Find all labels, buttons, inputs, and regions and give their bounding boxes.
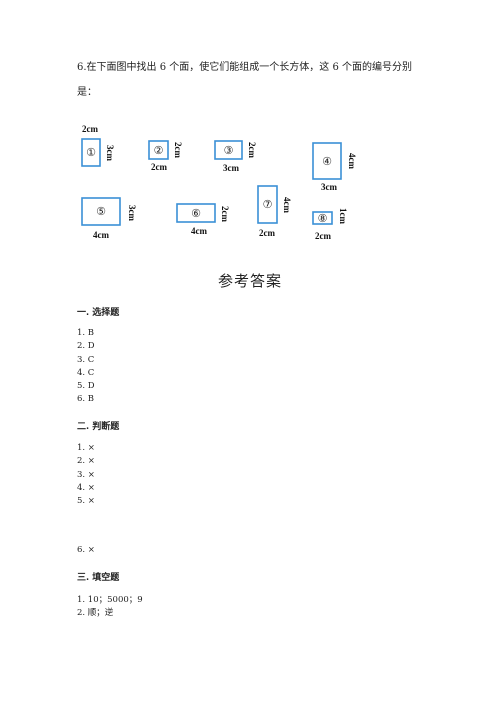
face-5-height: 3cm	[127, 205, 137, 221]
section-fill-answers: 1. 10；5000；9 2. 顺；逆	[77, 594, 143, 621]
face-1: ① 2cm 3cm	[81, 124, 115, 167]
face-3-height: 2cm	[247, 142, 257, 158]
face-8-height: 1cm	[338, 208, 348, 224]
list-item: 5. ×	[77, 496, 95, 507]
face-2-width: 2cm	[151, 162, 167, 172]
face-8: ⑧ 2cm 1cm	[312, 208, 348, 241]
face-8-width: 2cm	[315, 231, 331, 241]
list-item: 6. B	[77, 394, 95, 405]
face-4-height: 4cm	[347, 153, 357, 169]
face-4-rect	[312, 142, 342, 180]
list-item: 1. ×	[77, 443, 95, 453]
face-5: ⑤ 4cm 3cm	[81, 197, 137, 240]
list-item: 6. ×	[77, 545, 95, 555]
face-6-label: ⑥	[191, 208, 201, 220]
question-line-1: 6.在下面图中找出 6 个面，使它们能组成一个长方体，这 6 个面的编号分别	[77, 62, 412, 73]
list-item: 1. B	[77, 328, 95, 338]
face-6-width: 4cm	[191, 226, 207, 236]
face-7: ⑦ 2cm 4cm	[257, 185, 292, 238]
face-2-height: 2cm	[173, 142, 183, 158]
cuboid-faces-figure: ① 2cm 3cm ② 2cm 2cm ③ 3cm 2cm ④ 3cm 4cm …	[81, 124, 357, 241]
face-3-rect	[214, 140, 243, 160]
face-1-rect	[81, 138, 101, 167]
answer-title: 参考答案	[217, 272, 282, 290]
list-item: 2. ×	[77, 456, 95, 467]
face-3: ③ 3cm 2cm	[214, 140, 257, 173]
face-1-width: 2cm	[82, 124, 98, 134]
section-heading-judge: 二. 判断题	[77, 422, 120, 432]
list-item: 3. C	[77, 354, 95, 365]
face-7-rect	[257, 185, 278, 224]
face-5-rect	[81, 197, 121, 226]
face-8-label: ⑧	[318, 213, 328, 225]
face-1-label: ①	[86, 147, 96, 159]
face-2-label: ②	[154, 145, 164, 157]
face-4-label: ④	[322, 156, 332, 168]
face-4-width: 3cm	[321, 182, 337, 192]
face-1-height: 3cm	[105, 145, 115, 161]
list-item: 3. ×	[77, 469, 95, 480]
list-item: 1. 10；5000；9	[77, 595, 143, 605]
face-7-label: ⑦	[263, 199, 273, 211]
list-item: 5. D	[77, 381, 95, 392]
list-item: 2. D	[77, 341, 95, 352]
list-item: 4. C	[77, 367, 95, 378]
face-7-width: 2cm	[259, 228, 275, 238]
face-8-rect	[312, 211, 333, 225]
list-item: 4. ×	[77, 482, 95, 493]
face-5-label: ⑤	[96, 206, 106, 218]
section-judge-answers: 1. × 2. × 3. × 4. × 5. ×	[77, 442, 95, 508]
section-choice-answers: 1. B 2. D 3. C 4. C 5. D 6. B	[77, 327, 95, 407]
face-5-width: 4cm	[93, 230, 109, 240]
question-line-2: 是：	[77, 87, 97, 98]
section-heading-fill: 三. 填空题	[77, 573, 120, 583]
face-3-label: ③	[224, 145, 234, 157]
section-heading-choice: 一. 选择题	[77, 308, 120, 318]
face-6-rect	[176, 203, 216, 223]
face-2: ② 2cm 2cm	[148, 140, 183, 172]
face-4: ④ 3cm 4cm	[312, 142, 357, 192]
face-7-height: 4cm	[282, 197, 292, 213]
face-6-height: 2cm	[220, 206, 230, 222]
face-3-width: 3cm	[223, 163, 239, 173]
face-6: ⑥ 4cm 2cm	[176, 203, 230, 236]
face-2-rect	[148, 140, 169, 160]
list-item: 2. 顺；逆	[77, 608, 114, 619]
